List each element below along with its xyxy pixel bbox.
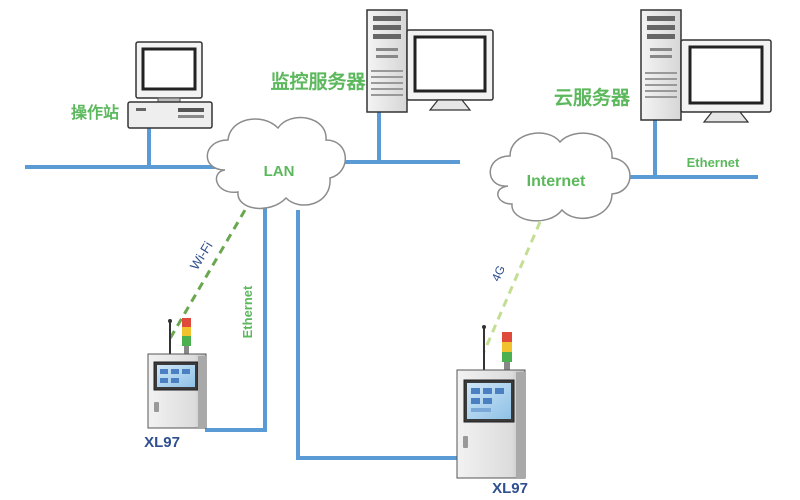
internet-ethernet-line <box>620 120 758 179</box>
device-a-ethernet-line <box>205 205 267 432</box>
cellular-label: 4G <box>489 263 508 283</box>
ethernet-device-label: Ethernet <box>240 285 255 338</box>
internet-label: Internet <box>527 173 586 190</box>
device-b-ethernet-line <box>296 210 458 460</box>
monitor-server-icon <box>366 9 494 113</box>
lan-cloud: LAN <box>206 116 347 210</box>
device-a-label: XL97 <box>144 434 180 451</box>
ethernet-cloud-label: Ethernet <box>687 155 740 170</box>
operator-station-label: 操作站 <box>71 103 119 122</box>
device-b-label: XL97 <box>492 480 528 497</box>
cellular-link-line <box>482 221 542 353</box>
internet-cloud: Internet <box>489 132 631 222</box>
wifi-label: Wi-Fi <box>187 239 216 273</box>
monitor-server-label: 监控服务器 <box>270 70 366 93</box>
cloud-server-icon <box>640 9 772 123</box>
cloud-server-label: 云服务器 <box>554 86 631 109</box>
operator-station-computer-icon <box>127 41 213 129</box>
device-b-cabinet-icon <box>456 325 526 479</box>
lan-label: LAN <box>264 163 295 180</box>
device-a-cabinet-icon <box>147 318 207 429</box>
